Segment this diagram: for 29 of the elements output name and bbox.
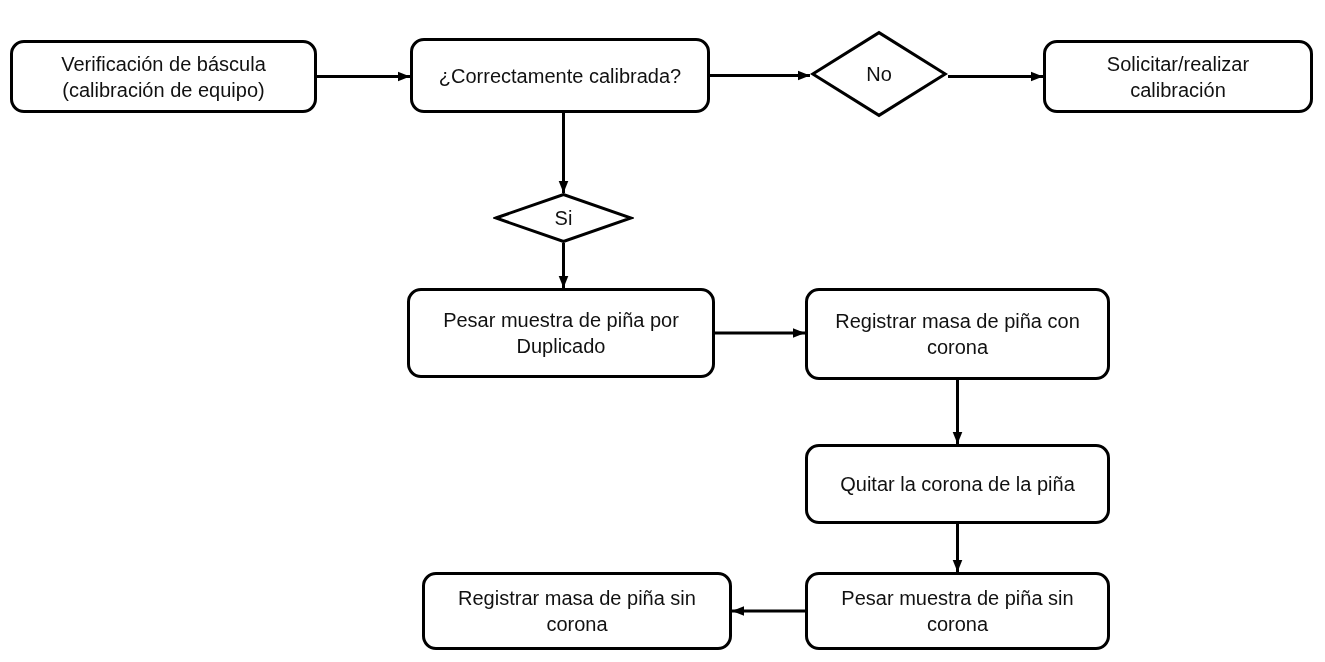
arrow <box>558 113 569 193</box>
step-text: Verificación de báscula (calibración de equipo) <box>60 51 267 103</box>
arrow <box>948 71 1043 82</box>
process-box <box>410 38 710 113</box>
step-text: Si <box>554 206 573 231</box>
step-text: Registrar masa de piña con corona <box>834 309 1081 360</box>
step-text: Pesar muestra de piña sin corona <box>840 586 1075 637</box>
step-text: Solicitar/realizar calibración <box>1105 51 1251 103</box>
step-text: Quitar la corona de la piña <box>840 472 1075 497</box>
decision-diamond <box>493 193 634 243</box>
process-box <box>805 288 1110 380</box>
process-box <box>1043 40 1313 113</box>
arrow <box>952 380 963 444</box>
arrow <box>732 606 805 616</box>
arrow <box>715 328 805 338</box>
process-box <box>407 288 715 378</box>
process-box <box>805 572 1110 650</box>
step-text: Registrar masa de piña sin corona <box>457 586 697 637</box>
arrow <box>952 524 963 572</box>
step-text: ¿Correctamente calibrada? <box>438 63 682 89</box>
process-box <box>805 444 1110 524</box>
arrow <box>710 70 810 81</box>
process-box <box>10 40 317 113</box>
process-box <box>422 572 732 650</box>
arrow <box>558 243 569 288</box>
step-text: Pesar muestra de piña por Duplicado <box>442 308 680 359</box>
step-text: No <box>866 62 892 87</box>
arrow <box>317 71 410 82</box>
decision-diamond <box>810 30 948 118</box>
